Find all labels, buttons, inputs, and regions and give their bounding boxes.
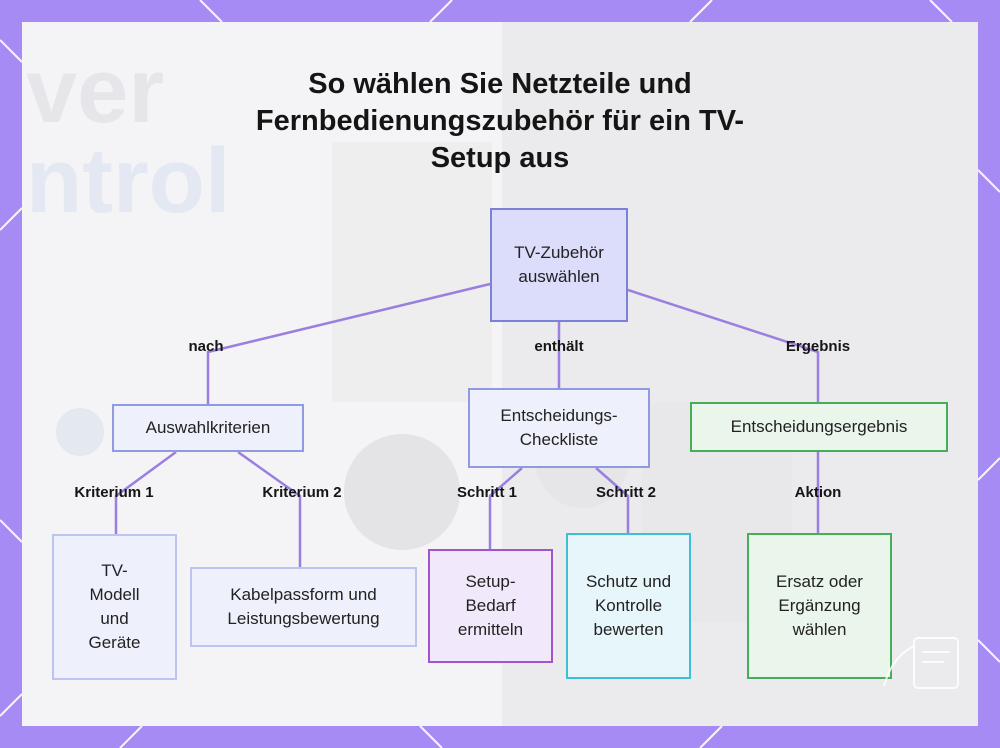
connector-checkliste-setup xyxy=(488,467,523,549)
node-label: Entscheidungs-Checkliste xyxy=(500,406,618,449)
diagram-title: So wählen Sie Netzteile und Fernbedienun… xyxy=(255,68,745,174)
node-label: Setup-Bedarf ermitteln xyxy=(457,572,524,639)
node-label: Auswahlkriterien xyxy=(145,418,271,437)
diagram-panel: ver ntrol So wählen Sie Netzteile und Fe… xyxy=(22,22,978,726)
svg-text:ntrol: ntrol xyxy=(26,130,230,232)
connector-root-ergebnis xyxy=(627,288,820,402)
node-label: TV-Modell und Geräte xyxy=(88,561,141,652)
edge-label-kriterium-1: Kriterium 1 xyxy=(74,484,154,501)
node-label: Entscheidungsergebnis xyxy=(730,417,908,436)
edge-label-aktion: Aktion xyxy=(794,484,842,501)
edge-label-kriterium-2: Kriterium 2 xyxy=(262,484,342,501)
node-tv-zubehoer-auswaehlen: TV-Zubehör auswählen xyxy=(490,208,628,322)
node-schutz-und-kontrolle: Schutz und Kontrolle bewerten xyxy=(566,533,691,679)
connector-root-kriterien xyxy=(206,282,491,404)
svg-text:ver: ver xyxy=(26,40,164,142)
node-label: Schutz und Kontrolle bewerten xyxy=(585,572,672,639)
node-tv-modell-und-geraete: TV-Modell und Geräte xyxy=(52,534,177,680)
edge-label-schritt-1: Schritt 1 xyxy=(456,484,518,501)
node-kabelpassform: Kabelpassform und Leistungsbewertung xyxy=(190,567,417,647)
edge-label-ergebnis: Ergebnis xyxy=(785,338,851,355)
node-label: Kabelpassform und Leistungsbewertung xyxy=(227,585,380,628)
edge-label-schritt-2: Schritt 2 xyxy=(595,484,657,501)
node-ersatz-oder-ergaenzung: Ersatz oder Ergänzung wählen xyxy=(747,533,892,679)
node-entscheidungsergebnis: Entscheidungsergebnis xyxy=(690,402,948,452)
node-auswahlkriterien: Auswahlkriterien xyxy=(112,404,304,452)
edge-label-nach: nach xyxy=(188,338,224,355)
connector-lines xyxy=(114,282,820,567)
edge-label-enthaelt: enthält xyxy=(534,338,584,355)
connector-kriterien-tvmodell xyxy=(114,450,177,534)
node-label: Ersatz oder Ergänzung wählen xyxy=(776,572,863,639)
connector-kriterien-kabel xyxy=(237,450,302,567)
connector-checkliste-schutz xyxy=(595,467,630,533)
node-label: TV-Zubehör auswählen xyxy=(514,243,604,286)
node-entscheidungs-checkliste: Entscheidungs-Checkliste xyxy=(468,388,650,468)
watermark-logo-icon xyxy=(883,637,959,689)
node-setup-bedarf-ermitteln: Setup-Bedarf ermitteln xyxy=(428,549,553,663)
